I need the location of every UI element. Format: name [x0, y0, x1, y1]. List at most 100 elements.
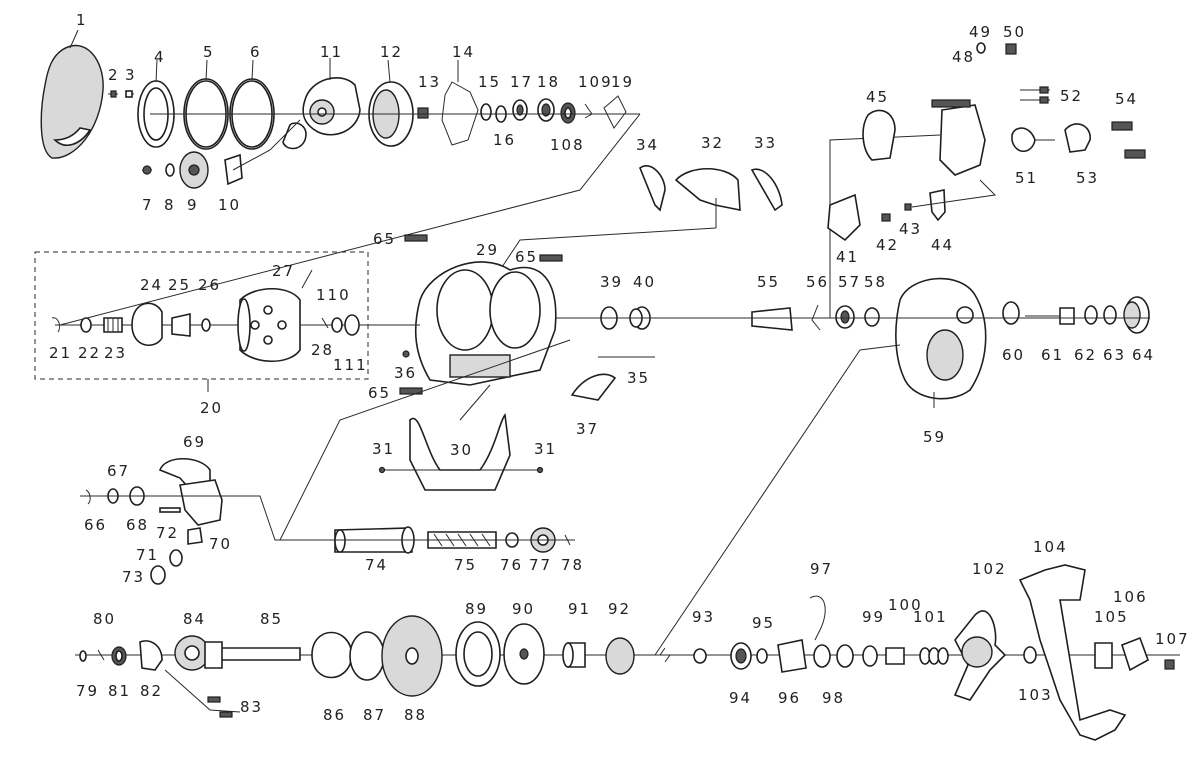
part-label-72: 72 — [156, 524, 179, 542]
part-label-5: 5 — [203, 43, 215, 61]
right-sideplate-assembly — [827, 42, 1146, 242]
part-label-109: 109 — [578, 73, 613, 91]
part-label-48: 48 — [952, 48, 975, 66]
part-label-36: 36 — [394, 364, 417, 382]
part-label-49: 49 — [969, 23, 992, 41]
part-label-34: 34 — [636, 136, 659, 154]
part-label-10: 10 — [218, 196, 241, 214]
part-label-15: 15 — [478, 73, 501, 91]
part-label-13: 13 — [418, 73, 441, 91]
part-label-50: 50 — [1003, 23, 1026, 41]
part-label-82: 82 — [140, 682, 163, 700]
part-label-43: 43 — [899, 220, 922, 238]
part-label-95: 95 — [752, 614, 775, 632]
handle-side-assembly — [654, 277, 1150, 656]
part-label-75: 75 — [454, 556, 477, 574]
part-label-18: 18 — [537, 73, 560, 91]
part-label-6: 6 — [250, 43, 262, 61]
part-label-65: 65 — [373, 230, 396, 248]
part-label-103: 103 — [1018, 686, 1053, 704]
part-label-93: 93 — [692, 608, 715, 626]
part-label-91: 91 — [568, 600, 591, 618]
part-label-4: 4 — [154, 48, 166, 66]
part-label-51: 51 — [1015, 169, 1038, 187]
part-label-60: 60 — [1002, 346, 1025, 364]
part-label-28: 28 — [311, 341, 334, 359]
part-label-59: 59 — [923, 428, 946, 446]
part-label-53: 53 — [1076, 169, 1099, 187]
part-label-32: 32 — [701, 134, 724, 152]
part-label-55: 55 — [757, 273, 780, 291]
part-label-102: 102 — [972, 560, 1007, 578]
part-label-99: 99 — [862, 608, 885, 626]
part-label-37: 37 — [576, 420, 599, 438]
part-label-98: 98 — [822, 689, 845, 707]
part-label-31: 31 — [372, 440, 395, 458]
levelwind-assembly — [80, 339, 575, 585]
part-label-20: 20 — [200, 399, 223, 417]
part-label-94: 94 — [729, 689, 752, 707]
part-label-101: 101 — [913, 608, 948, 626]
part-label-19: 19 — [611, 73, 634, 91]
part-label-22: 22 — [78, 344, 101, 362]
part-label-63: 63 — [1103, 346, 1126, 364]
part-label-44: 44 — [931, 236, 954, 254]
part-label-87: 87 — [363, 706, 386, 724]
spool-assembly — [34, 251, 420, 392]
part-label-30: 30 — [450, 441, 473, 459]
part-label-61: 61 — [1041, 346, 1064, 364]
part-label-1: 1 — [76, 11, 88, 29]
part-label-16: 16 — [493, 131, 516, 149]
part-label-107: 107 — [1155, 630, 1190, 648]
part-label-68: 68 — [126, 516, 149, 534]
part-label-14: 14 — [452, 43, 475, 61]
part-label-66: 66 — [84, 516, 107, 534]
part-label-57: 57 — [838, 273, 861, 291]
part-label-62: 62 — [1074, 346, 1097, 364]
part-label-76: 76 — [500, 556, 523, 574]
part-label-24: 24 — [140, 276, 163, 294]
part-label-96: 96 — [778, 689, 801, 707]
part-label-7: 7 — [142, 196, 154, 214]
part-label-8: 8 — [164, 196, 176, 214]
part-label-69: 69 — [183, 433, 206, 451]
part-label-27: 27 — [272, 262, 295, 280]
part-label-67: 67 — [107, 462, 130, 480]
part-label-90: 90 — [512, 600, 535, 618]
part-label-105: 105 — [1094, 608, 1129, 626]
part-label-83: 83 — [240, 698, 263, 716]
part-label-77: 77 — [529, 556, 552, 574]
part-label-42: 42 — [876, 236, 899, 254]
part-label-58: 58 — [864, 273, 887, 291]
part-label-54: 54 — [1115, 90, 1138, 108]
drive-train-assembly — [75, 564, 1180, 741]
part-label-33: 33 — [754, 134, 777, 152]
part-label-11: 11 — [320, 43, 343, 61]
part-label-79: 79 — [76, 682, 99, 700]
part-label-78: 78 — [561, 556, 584, 574]
part-label-65: 65 — [368, 384, 391, 402]
part-label-31: 31 — [534, 440, 557, 458]
part-label-3: 3 — [125, 66, 137, 84]
part-label-23: 23 — [104, 344, 127, 362]
part-label-81: 81 — [108, 682, 131, 700]
part-label-104: 104 — [1033, 538, 1068, 556]
part-label-89: 89 — [465, 600, 488, 618]
part-label-21: 21 — [49, 344, 72, 362]
part-label-12: 12 — [380, 43, 403, 61]
part-label-64: 64 — [1132, 346, 1155, 364]
top-left-assembly — [40, 29, 640, 189]
part-label-45: 45 — [866, 88, 889, 106]
part-label-100: 100 — [888, 596, 923, 614]
part-label-17: 17 — [510, 73, 533, 91]
part-label-25: 25 — [168, 276, 191, 294]
part-label-84: 84 — [183, 610, 206, 628]
part-label-86: 86 — [323, 706, 346, 724]
part-label-92: 92 — [608, 600, 631, 618]
part-label-88: 88 — [404, 706, 427, 724]
part-label-70: 70 — [209, 535, 232, 553]
part-label-41: 41 — [836, 248, 859, 266]
part-label-39: 39 — [600, 273, 623, 291]
